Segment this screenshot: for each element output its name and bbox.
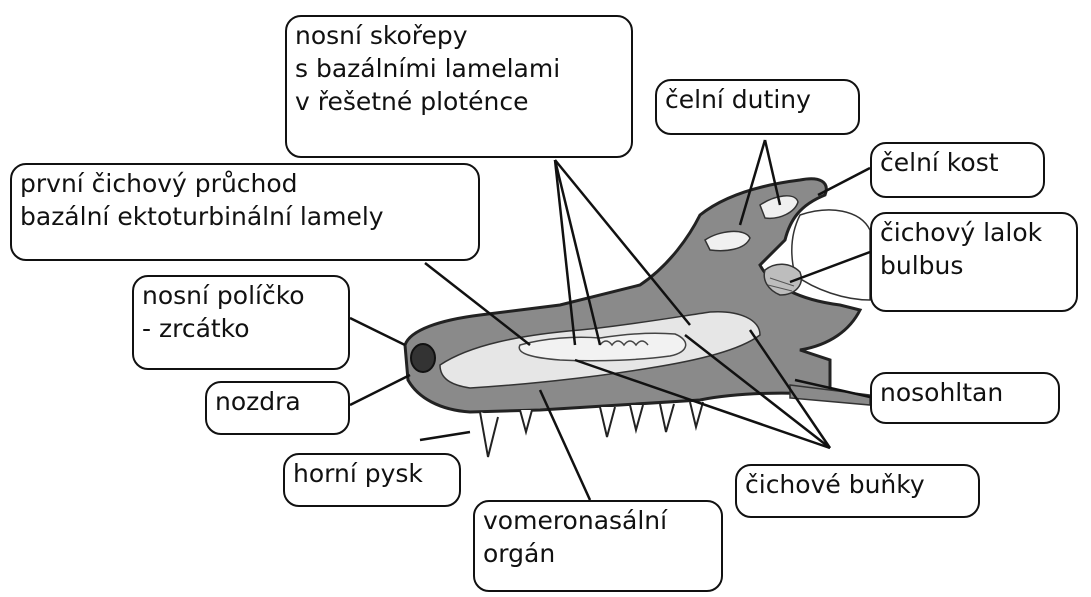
label-line: bazální ektoturbinální lamely <box>20 200 470 233</box>
label-line: - zrcátko <box>142 312 340 345</box>
label-upper-lip: horní pysk <box>283 453 461 507</box>
label-line: první čichový průchod <box>20 167 470 200</box>
label-nasopharynx: nosohltan <box>870 372 1060 424</box>
label-olfactory-bulb: čichový lalok bulbus <box>870 212 1078 312</box>
label-line: vomeronasální <box>483 504 713 537</box>
label-olfactory-passage: první čichový průchod bazální ektoturbin… <box>10 163 480 261</box>
label-vomeronasal-organ: vomeronasální orgán <box>473 500 723 592</box>
label-line: čelní kost <box>880 146 1035 179</box>
label-line: s bazálními lamelami <box>295 52 623 85</box>
label-frontal-sinuses: čelní dutiny <box>655 79 860 135</box>
label-line: horní pysk <box>293 457 451 490</box>
cranial-cavity <box>792 210 870 300</box>
label-nasal-turbinates: nosní skořepy s bazálními lamelami v řeš… <box>285 15 633 158</box>
label-line: bulbus <box>880 249 1068 282</box>
label-line: nosohltan <box>880 376 1050 409</box>
label-line: čichový lalok <box>880 216 1068 249</box>
label-line: nozdra <box>215 385 340 418</box>
label-line: čichové buňky <box>745 468 970 501</box>
label-line: čelní dutiny <box>665 83 850 116</box>
label-line: nosní políčko <box>142 279 340 312</box>
label-line: v řešetné ploténce <box>295 85 623 118</box>
nostril <box>411 344 435 372</box>
label-frontal-bone: čelní kost <box>870 142 1045 198</box>
label-line: orgán <box>483 537 713 570</box>
label-line: nosní skořepy <box>295 19 623 52</box>
label-nostril: nozdra <box>205 381 350 435</box>
label-nasal-planum: nosní políčko - zrcátko <box>132 275 350 370</box>
label-olfactory-cells: čichové buňky <box>735 464 980 518</box>
